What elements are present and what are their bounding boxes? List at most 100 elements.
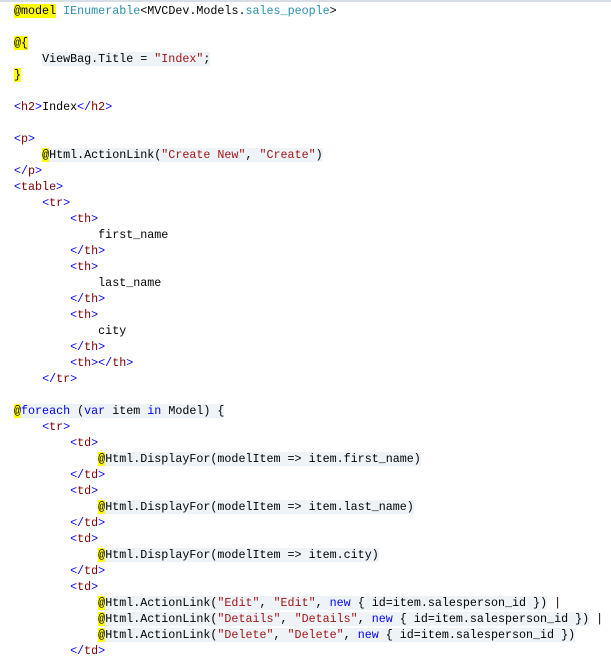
code-line[interactable]: <td> [14,435,98,451]
code-token: tr [49,196,64,210]
code-token: Html.ActionLink( [105,628,218,642]
code-token: th [77,260,92,274]
code-token: < [70,212,78,226]
code-token: tr [56,372,71,386]
code-line[interactable]: <th> [14,307,98,323]
code-line[interactable]: </td> [14,563,105,579]
code-token: > [98,644,106,658]
code-token: sales_people [245,4,330,18]
code-token: </ [70,292,85,306]
code-token: Model) { [161,404,225,418]
code-token: </ [70,244,85,258]
code-line[interactable]: @{ [14,35,29,51]
code-token: </ [70,516,85,530]
code-token: "Edit" [273,596,316,610]
code-line[interactable]: </tr> [14,371,77,387]
code-token: | [547,596,562,610]
code-token: , [259,596,274,610]
code-token: item [105,404,148,418]
code-token: p [21,132,29,146]
code-line[interactable]: @Html.DisplayFor(modelItem => item.first… [14,451,421,467]
code-token: Html.ActionLink( [105,612,218,626]
code-line[interactable]: first_name [14,227,168,243]
code-token: , [343,628,358,642]
code-token: > [91,436,99,450]
code-block: @Html.DisplayFor(modelItem => item.first… [98,452,421,466]
code-token: > [91,580,99,594]
code-line[interactable]: </th> [14,339,105,355]
code-token: "Create" [259,148,316,162]
code-token: th [84,292,99,306]
code-token: < [14,100,22,114]
code-line[interactable]: <td> [14,531,98,547]
code-line[interactable]: @Html.ActionLink("Create New", "Create") [14,147,323,163]
code-line[interactable]: <tr> [14,419,70,435]
code-token: > [98,292,106,306]
code-token: td [84,468,99,482]
code-line[interactable]: </p> [14,163,42,179]
code-line[interactable]: ViewBag.Title = "Index"; [14,51,211,67]
code-line[interactable]: <td> [14,579,98,595]
code-line[interactable]: <h2>Index</h2> [14,99,112,115]
code-token: @ [98,628,106,642]
code-token: var [84,404,106,418]
code-line[interactable]: <th> [14,259,98,275]
code-token: > [98,340,106,354]
code-token: @ [42,148,50,162]
code-token: , [245,148,260,162]
code-token: Html.ActionLink( [105,596,218,610]
code-content: </th> [70,340,105,354]
code-line[interactable]: @Html.ActionLink("Delete", "Delete", new… [14,627,576,643]
code-content: <td> [70,484,98,498]
code-token: ; [203,52,211,66]
code-line[interactable]: </td> [14,643,105,659]
code-line[interactable]: @Html.DisplayFor(modelItem => item.city) [14,547,379,563]
code-line[interactable]: @Html.ActionLink("Edit", "Edit", new { i… [14,595,561,611]
code-token: in [147,404,162,418]
code-token: new [357,628,379,642]
code-token: < [70,436,78,450]
code-token: @ [14,404,22,418]
code-token: ViewBag.Title = [42,52,155,66]
code-line[interactable]: @Html.ActionLink("Details", "Details", n… [14,611,603,627]
code-line[interactable]: @foreach (var item in Model) { [14,403,225,419]
code-token: </ [70,468,85,482]
code-line[interactable]: </th> [14,243,105,259]
code-line[interactable]: last_name [14,275,161,291]
code-line[interactable]: </td> [14,467,105,483]
code-token: > [91,212,99,226]
code-line[interactable]: <th> [14,211,98,227]
code-line[interactable]: <td> [14,483,98,499]
code-line[interactable]: <tr> [14,195,70,211]
code-line[interactable]: city [14,323,126,339]
code-token: th [84,244,99,258]
code-line[interactable]: </th> [14,291,105,307]
code-token: </ [42,372,57,386]
code-token: { id=item.salesperson_id }) [350,596,548,610]
code-line[interactable]: <table> [14,179,63,195]
code-token: h2 [91,100,106,114]
code-line[interactable]: <th></th> [14,355,133,371]
code-line[interactable]: <p> [14,131,35,147]
code-line[interactable]: @model IEnumerable<MVCDev.Models.sales_p… [14,3,337,19]
code-line[interactable]: </td> [14,515,105,531]
code-line[interactable]: } [14,67,22,83]
code-content: </p> [14,164,42,178]
code-token: @ [98,452,106,466]
code-block: @Html.ActionLink("Create New", "Create") [42,148,323,162]
code-content: </td> [70,564,105,578]
code-token: > [98,516,106,530]
code-line[interactable]: @Html.DisplayFor(modelItem => item.last_… [14,499,414,515]
code-token: > [91,532,99,546]
code-token: </ [70,564,85,578]
code-content: <th> [70,308,98,322]
code-token: td [77,532,92,546]
code-token: ( [70,404,85,418]
code-token: tr [49,420,64,434]
code-token: td [77,436,92,450]
code-block: ViewBag.Title = "Index"; [42,52,211,66]
code-token: "Details" [294,612,358,626]
code-content: } [14,68,22,82]
code-token: < [70,308,78,322]
